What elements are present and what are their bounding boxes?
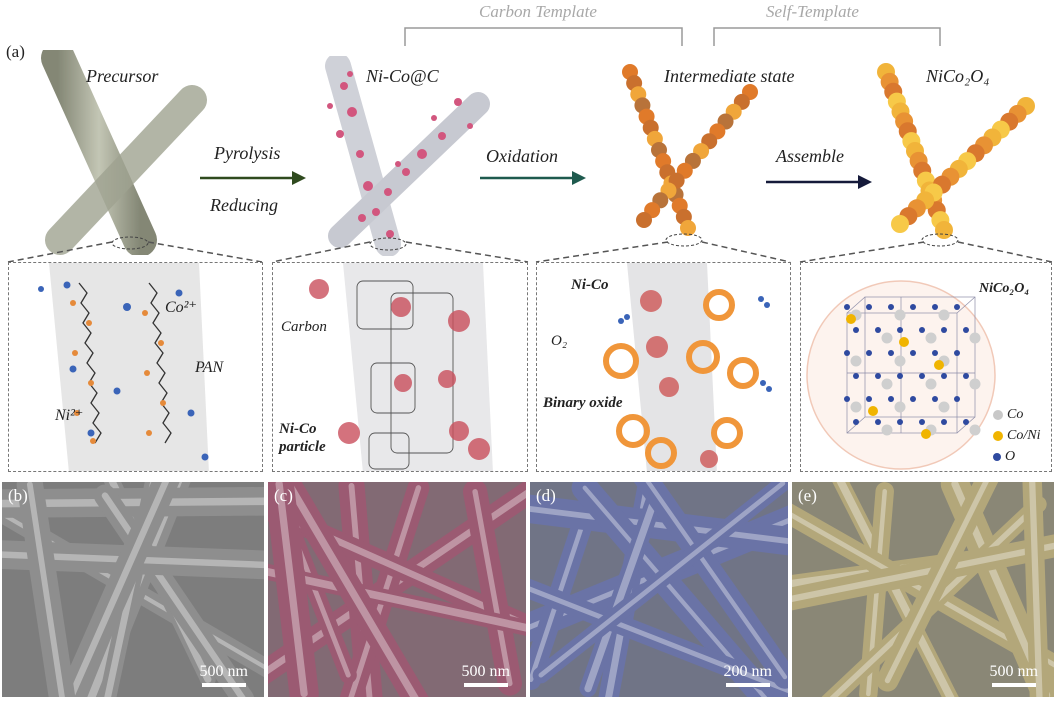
assemble-label: Assemble	[776, 146, 844, 166]
arrow-assemble	[766, 175, 872, 189]
zoom-box-intermediate: Ni-Co O₂ Binary oxide	[536, 262, 791, 472]
scale-bar	[991, 683, 1036, 687]
crystal-legend: Co Co/Ni O	[993, 405, 1040, 467]
zoom-connectors	[7, 241, 1053, 263]
legend-coni-swatch	[993, 431, 1003, 441]
legend-co-swatch	[993, 410, 1003, 420]
intermediate-label: Intermediate state	[664, 66, 795, 86]
particle-label-line1: Ni-Co	[279, 421, 317, 437]
scale-bar	[463, 683, 508, 687]
intermediate-fibers	[622, 64, 758, 247]
sem-d-label: (d)	[536, 486, 556, 505]
co2plus-label: Co²⁺	[165, 299, 197, 316]
nico-c-fibers	[325, 56, 490, 256]
pyrolysis-label: Pyrolysis	[214, 143, 281, 163]
ni2plus-label: Ni²⁺	[55, 407, 84, 424]
legend-o-swatch	[993, 453, 1001, 461]
sem-b-scale: 500 nm	[200, 663, 248, 687]
binary-oxide-illustration	[603, 263, 772, 471]
panel-a-label: (a)	[6, 42, 25, 61]
arrow-oxidation	[480, 171, 586, 185]
carbon-label: Carbon	[281, 319, 327, 335]
carbon-shell-illustration	[309, 263, 493, 471]
binary-oxide-label: Binary oxide	[543, 395, 623, 411]
o2-label: O₂	[551, 333, 568, 349]
sem-d-scale: 200 nm	[724, 663, 772, 687]
sem-b-label: (b)	[8, 486, 28, 505]
sem-c-label: (c)	[274, 486, 293, 505]
sem-e-label: (e)	[798, 486, 817, 505]
zoom-box-nico-c: Carbon Ni-Co particle	[272, 262, 528, 472]
particle-label-line2: particle	[279, 439, 326, 455]
legend-co: Co	[993, 405, 1040, 425]
precursor-fibers	[41, 50, 207, 255]
sem-image-d	[530, 482, 788, 697]
nico-c-label: Ni-Co@C	[366, 66, 439, 86]
scale-bar	[201, 683, 246, 687]
nico2o4-fibers	[877, 63, 1035, 247]
nico-label: Ni-Co	[571, 277, 609, 293]
arrow-pyrolysis	[200, 171, 306, 185]
pan-chains-illustration	[38, 263, 209, 471]
sem-panel-b: (b) 500 nm	[2, 482, 264, 697]
zoom-box-nico2o4: NiCo₂O₄ Co Co/Ni O	[800, 262, 1052, 472]
sem-image-e	[792, 482, 1054, 697]
legend-o: O	[993, 447, 1040, 467]
spinel-crystal-illustration	[806, 280, 996, 470]
sem-image-c	[268, 482, 526, 697]
sem-panel-d: (d) 200 nm	[530, 482, 788, 697]
self-template-title: Self-Template	[766, 2, 859, 21]
nico2o4-box-title: NiCo₂O₄	[979, 281, 1030, 296]
carbon-template-title: Carbon Template	[479, 2, 597, 21]
sem-c-scale: 500 nm	[462, 663, 510, 687]
legend-coni: Co/Ni	[993, 425, 1040, 447]
sem-panel-e: (e) 500 nm	[792, 482, 1054, 697]
sem-e-scale: 500 nm	[990, 663, 1038, 687]
precursor-label: Precursor	[86, 66, 159, 86]
zoom-box-precursor: Co²⁺ PAN Ni²⁺	[8, 262, 263, 472]
pan-label: PAN	[195, 359, 224, 376]
nico2o4-label: NiCo₂O₄	[926, 66, 990, 86]
scale-bar	[725, 683, 770, 687]
sem-panel-c: (c) 500 nm	[268, 482, 526, 697]
template-brackets	[404, 27, 941, 46]
sem-image-b	[2, 482, 264, 697]
reducing-label: Reducing	[210, 195, 278, 215]
oxidation-label: Oxidation	[486, 146, 558, 166]
